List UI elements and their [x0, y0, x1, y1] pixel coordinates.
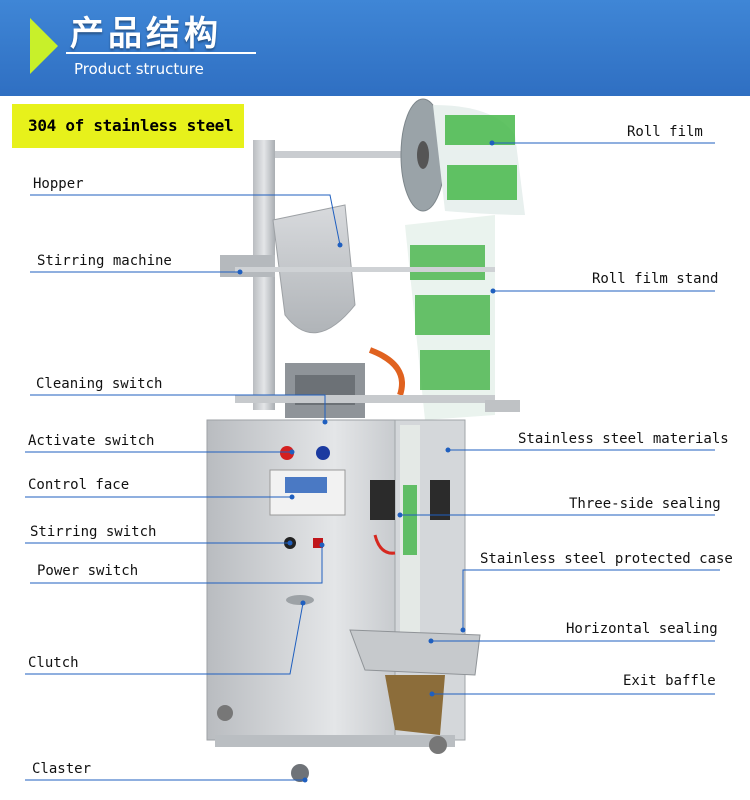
label-activate-switch: Activate switch [28, 433, 155, 449]
label-roll-film: Roll film [627, 124, 703, 140]
label-three-side-sealing: Three-side sealing [569, 496, 721, 512]
label-roll-film-stand: Roll film stand [592, 271, 719, 287]
label-hopper: Hopper [33, 176, 84, 192]
label-protected-case: Stainless steel protected case [480, 551, 733, 567]
label-exit-baffle: Exit baffle [623, 673, 716, 689]
title-divider [66, 52, 256, 54]
material-tag-text: 304 of stainless steel [28, 116, 234, 135]
label-horizontal-sealing: Horizontal sealing [566, 621, 718, 637]
label-stainless-materials: Stainless steel materials [518, 431, 729, 447]
page-subtitle: Product structure [74, 60, 204, 78]
label-stirring-switch: Stirring switch [30, 524, 157, 540]
label-control-face: Control face [28, 477, 130, 493]
exit-baffle-chute [385, 675, 445, 735]
header-banner: 产品结构 Product structure [0, 0, 750, 96]
label-stirring-machine: Stirring machine [37, 253, 172, 269]
label-cleaning-switch: Cleaning switch [36, 376, 163, 392]
material-tag: 304 of stainless steel [12, 104, 244, 148]
label-power-switch: Power switch [37, 563, 139, 579]
label-claster: Claster [32, 761, 92, 777]
label-clutch: Clutch [28, 655, 79, 671]
page-title: 产品结构 [70, 14, 222, 54]
cleaning-button-icon [280, 446, 294, 460]
chevron-icon [30, 18, 58, 74]
machine-illustration [206, 98, 525, 782]
